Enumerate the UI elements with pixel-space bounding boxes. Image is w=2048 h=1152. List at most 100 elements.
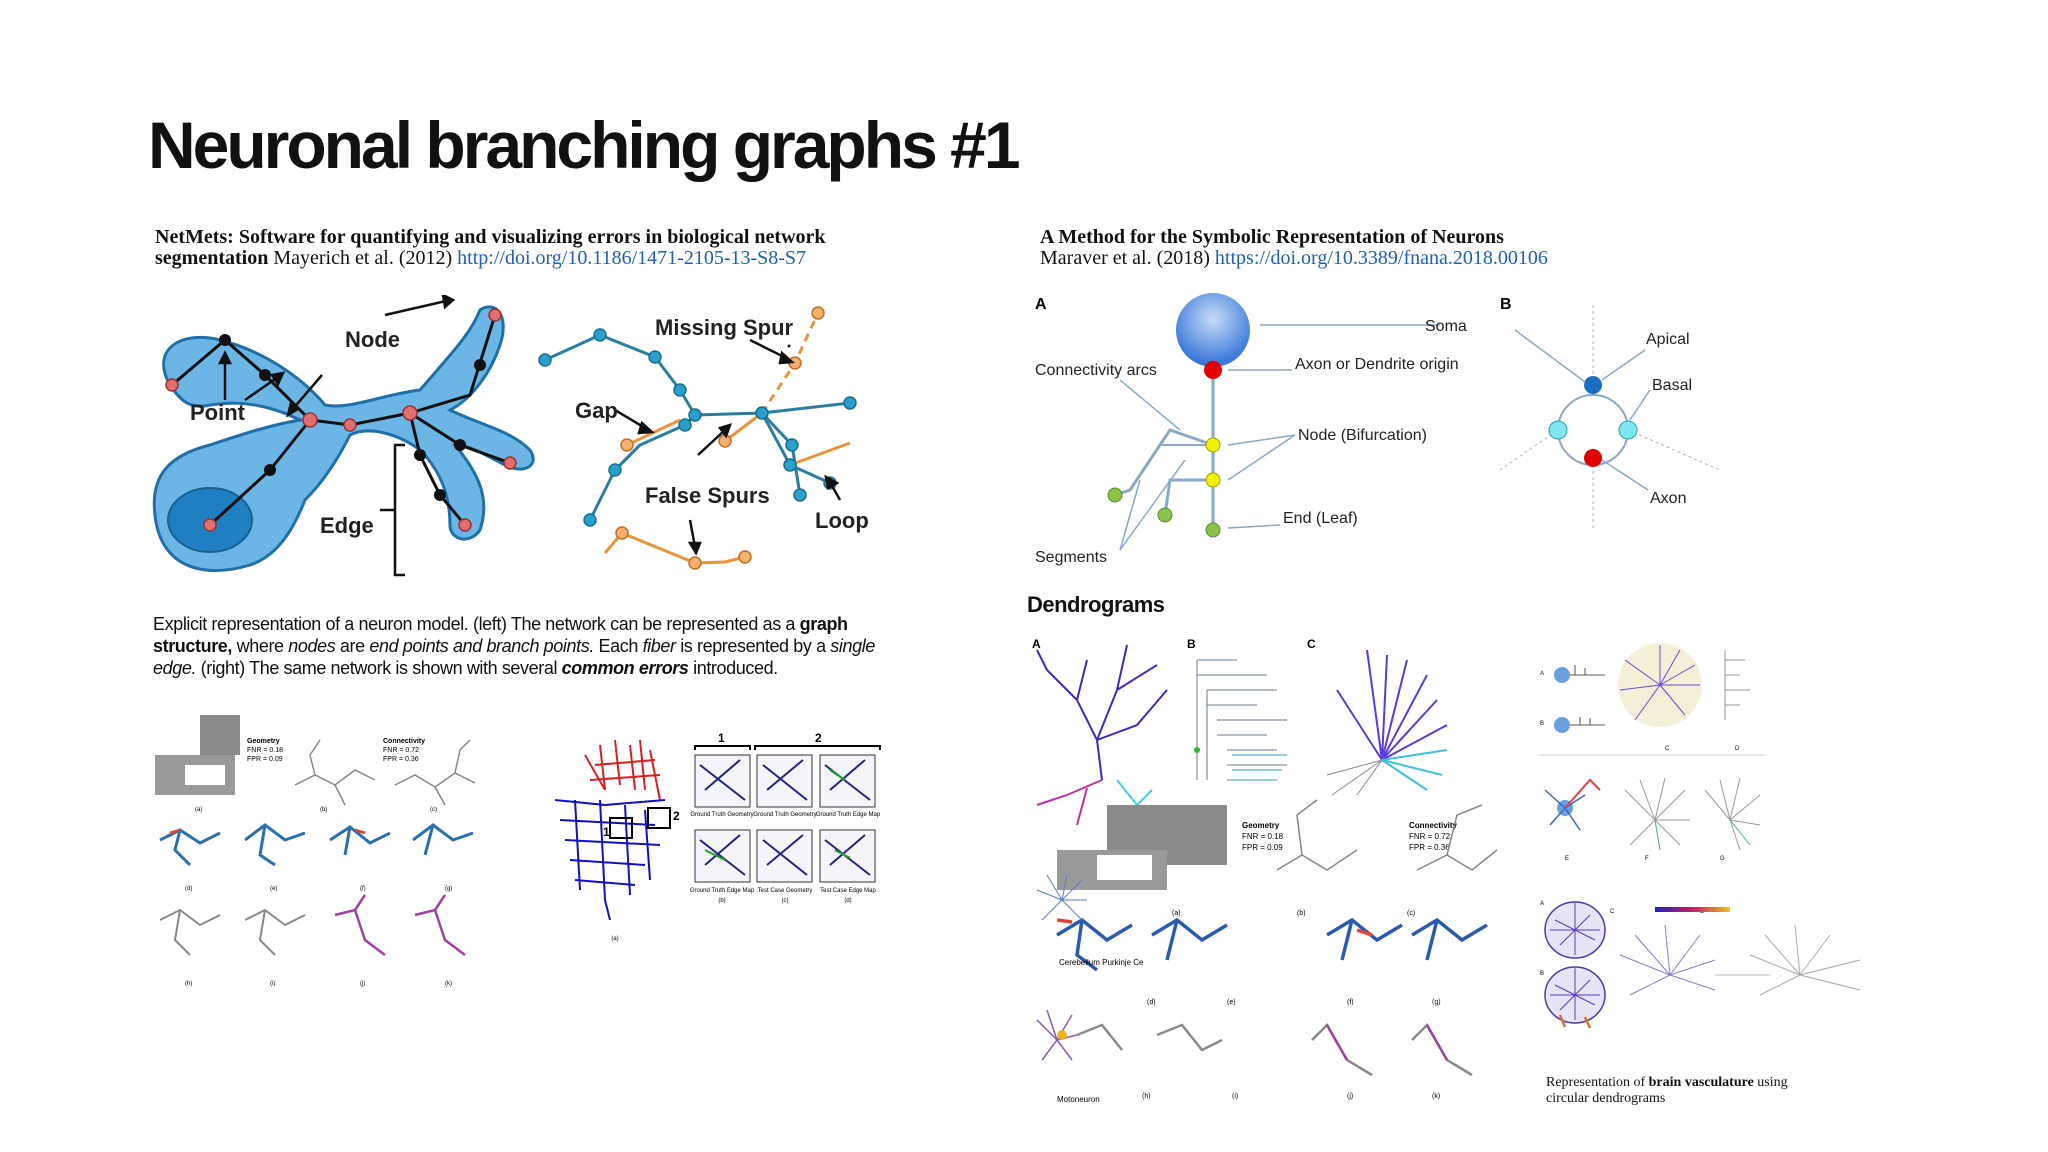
- svg-text:(i): (i): [270, 981, 275, 987]
- svg-text:(b): (b): [1297, 910, 1306, 917]
- vasculature-caption: Representation of brain vasculature usin…: [1546, 1075, 1866, 1107]
- annotation-arrows-right: [614, 338, 842, 556]
- zoom-tile-labels: Ground Truth Geometry Ground Truth Geome…: [611, 812, 881, 942]
- svg-text:A: A: [1540, 671, 1544, 677]
- vessel-shape: [152, 305, 535, 573]
- overlay-geometry-label: Geometry: [1242, 821, 1280, 830]
- netmets-title-line2: segmentation: [155, 247, 269, 269]
- vasc-dendrogram-d: [1749, 924, 1861, 996]
- svg-text:(i): (i): [1232, 1093, 1238, 1100]
- svg-text:(e): (e): [1227, 999, 1236, 1006]
- netmets-doi-link[interactable]: http://doi.org/10.1186/1471-2105-13-S8-S…: [457, 247, 807, 269]
- netmets-authors: Mayerich et al. (2012): [268, 247, 458, 269]
- svg-text:Test Case Geometry: Test Case Geometry: [758, 888, 813, 894]
- svg-text:D: D: [1735, 746, 1740, 752]
- leaf-node-1: [1107, 487, 1123, 503]
- svg-text:(h): (h): [185, 981, 192, 987]
- maraver-reference: A Method for the Symbolic Representation…: [1040, 227, 1660, 269]
- small-tree-e: [1544, 789, 1586, 831]
- dendrograms-heading: Dendrograms: [1027, 592, 1165, 617]
- label-end-leaf: End (Leaf): [1283, 510, 1358, 527]
- svg-text:Ground Truth Edge Map: Ground Truth Edge Map: [690, 888, 755, 894]
- error-orange-nodes: [615, 306, 825, 570]
- svg-text:(f): (f): [360, 886, 366, 892]
- svg-text:(a): (a): [611, 936, 618, 942]
- overlay-blue-trees: [1056, 917, 1488, 972]
- fig-geometry-label: Geometry: [247, 738, 280, 745]
- label-false-spurs: False Spurs: [645, 483, 770, 508]
- small-radial-green: [1654, 819, 1751, 851]
- svg-text:(a): (a): [1172, 910, 1181, 917]
- leaf-node-2: [1157, 507, 1173, 523]
- maraver-doi-link[interactable]: https://doi.org/10.3389/fnana.2018.00106: [1214, 247, 1548, 269]
- bifurcation-node-1: [1205, 437, 1221, 453]
- svg-text:F: F: [1645, 856, 1649, 862]
- svg-text:E: E: [1565, 856, 1569, 862]
- motoneuron-label: Motoneuron: [1057, 1095, 1100, 1104]
- group-2-label: 2: [815, 731, 822, 745]
- svg-text:Ground Truth Geometry: Ground Truth Geometry: [690, 812, 753, 818]
- label-point: Point: [190, 400, 246, 425]
- label-node: Node: [345, 327, 400, 352]
- branch-left-2: [1163, 478, 1213, 516]
- maraver-panel-b: B: [1500, 296, 1512, 313]
- linear-dendrogram-cyan: [1232, 754, 1287, 781]
- fig-c-tree: [394, 739, 476, 806]
- netmets-network-figure: Node Point Edge Missing Spur Gap: [152, 295, 869, 577]
- overlay-connectivity-fpr: FPR = 0.36: [1409, 843, 1450, 852]
- skeleton-branch-2: [408, 412, 467, 526]
- svg-text:(g): (g): [445, 886, 452, 892]
- svg-text:(b): (b): [718, 898, 725, 904]
- label-connectivity-arcs: Connectivity arcs: [1035, 362, 1157, 379]
- caption-text: Explicit representation of a neuron mode…: [153, 614, 800, 634]
- dendro-panel-b: B: [1187, 637, 1196, 651]
- svg-text:(f): (f): [1347, 999, 1354, 1006]
- small-lines-ab: [1570, 665, 1605, 726]
- maraver-pointer-lines: [1119, 324, 1440, 551]
- maraver-symbolic-figure: A B Soma Connectivity arcs Axon or Dendr…: [1035, 293, 1721, 566]
- svg-text:(c): (c): [1407, 910, 1415, 917]
- caption-bold: graph structure,: [153, 614, 848, 656]
- zoom-box-2-label: 2: [673, 809, 680, 823]
- circular-dendrogram-gray: [1326, 759, 1383, 796]
- label-loop: Loop: [815, 508, 869, 533]
- basal-node-left: [1548, 420, 1568, 440]
- netmets-reference: NetMets: Software for quantifying and vi…: [155, 227, 1005, 269]
- svg-text:Ground Truth Edge Map: Ground Truth Edge Map: [816, 812, 881, 818]
- svg-text:G: G: [1720, 856, 1725, 862]
- small-radial-c: [1619, 645, 1700, 721]
- brain-vasc-a-lines: [1550, 903, 1600, 955]
- origin-node: [1204, 361, 1222, 379]
- skeleton-nodes: [165, 308, 517, 532]
- caption-italic: nodes: [288, 636, 336, 656]
- fig-a-panel-labels: (a) (b) (c) (d) (e) (f) (g) (h) (i) (j) …: [185, 807, 452, 987]
- small-tree-d: [1724, 650, 1750, 720]
- label-edge: Edge: [320, 513, 374, 538]
- vasc-dendrogram-c: [1619, 924, 1716, 996]
- label-missing-spur: Missing Spur: [655, 315, 794, 340]
- fig-connectivity-label: Connectivity: [383, 738, 425, 745]
- bifurcation-node-2: [1205, 472, 1221, 488]
- overlay-geometry-fpr: FPR = 0.09: [1242, 843, 1283, 852]
- dendrogram-small-panels: A B C D E F G: [1540, 643, 1765, 862]
- small-radial-g: [1704, 777, 1761, 851]
- fig-purple-trees: [334, 894, 466, 956]
- svg-text:B: B: [1540, 971, 1544, 977]
- label-node-bifurcation: Node (Bifurcation): [1298, 427, 1427, 444]
- netmets-title-line1: NetMets: Software for quantifying and vi…: [155, 226, 826, 248]
- label-axon: Axon: [1650, 490, 1686, 507]
- small-soma-b: [1554, 717, 1570, 733]
- zoom-tiles: [694, 754, 876, 883]
- annotation-arrows-left: [217, 295, 456, 577]
- leaf-node-3: [1205, 522, 1221, 538]
- overlay-b-tree: [1276, 799, 1498, 871]
- blue-network: [554, 799, 666, 921]
- label-gap: Gap: [575, 398, 618, 423]
- vasculature-figure: A B C D: [1540, 901, 1861, 1029]
- axon-node: [1584, 449, 1602, 467]
- caption-text: introduced.: [688, 658, 778, 678]
- svg-text:Test Case Edge Map: Test Case Edge Map: [820, 888, 876, 894]
- overlay-panel-labels: (a) (b) (c) (d) (e) (f) (g) (h) (i) (j) …: [1142, 910, 1441, 1100]
- svg-text:B: B: [1540, 721, 1544, 727]
- svg-text:(b): (b): [320, 807, 327, 813]
